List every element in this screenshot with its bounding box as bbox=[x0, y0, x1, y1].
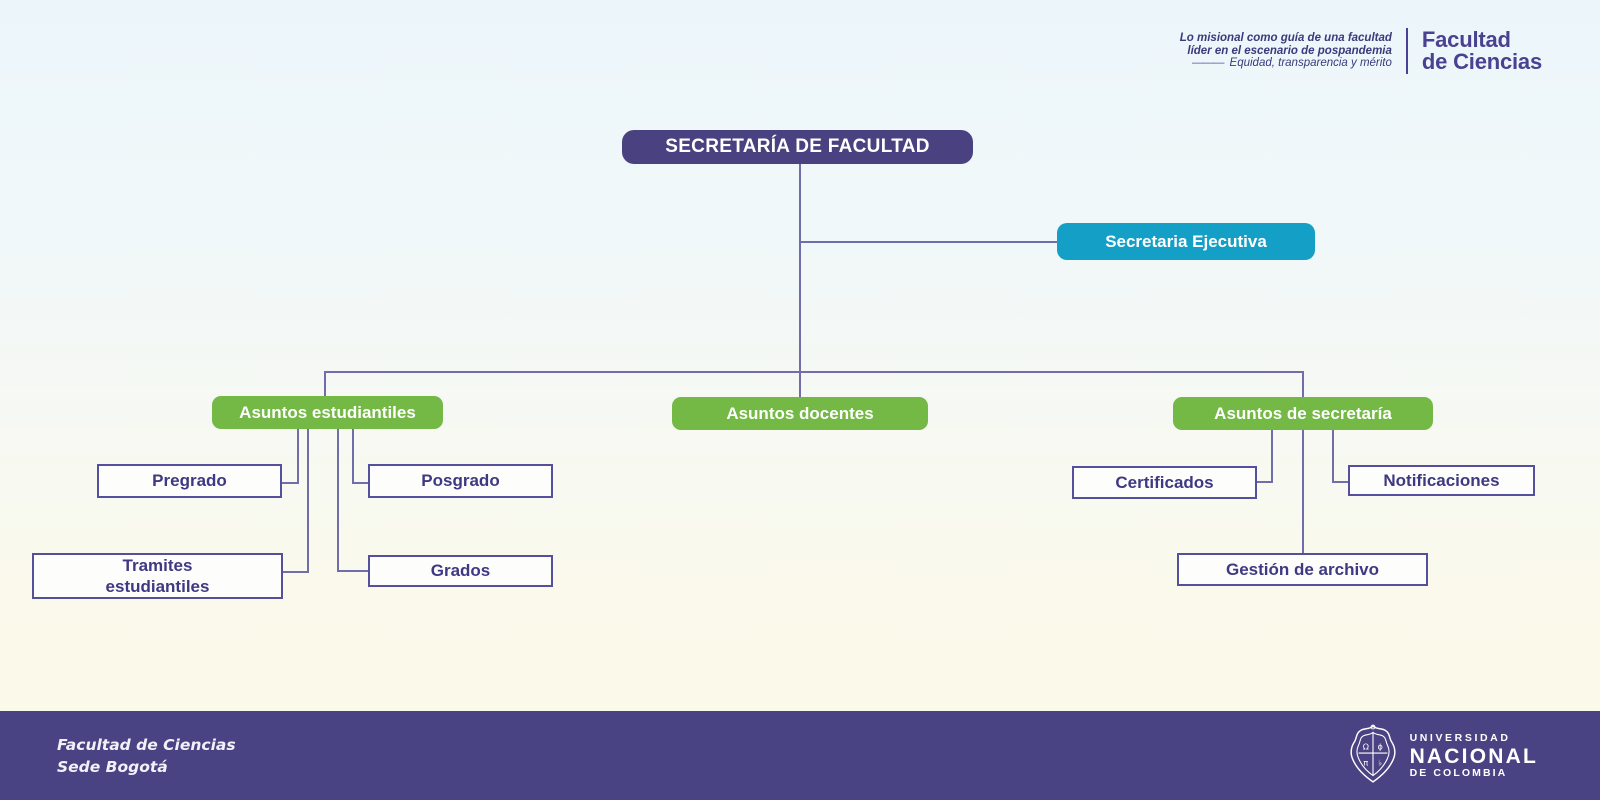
footer-bar: Facultad de Ciencias Sede Bogotá Ω ϕ π ♭… bbox=[0, 711, 1600, 800]
node-tramites-estudiantiles: Tramites estudiantiles bbox=[32, 553, 283, 599]
connector-assistant-horizontal bbox=[800, 241, 1057, 243]
node-certificados: Certificados bbox=[1072, 466, 1257, 499]
unal-crest-icon: Ω ϕ π ♭ bbox=[1346, 723, 1400, 790]
unal-line-3: DE COLOMBIA bbox=[1409, 767, 1508, 780]
node-gestion-de-archivo: Gestión de archivo bbox=[1177, 553, 1428, 586]
connector-grados-vertical bbox=[337, 429, 339, 572]
tagline-line-1: Lo misional como guía de una facultad bbox=[1179, 32, 1392, 45]
node-asuntos-estudiantiles: Asuntos estudiantiles bbox=[212, 396, 443, 429]
node-posgrado: Posgrado bbox=[368, 464, 553, 498]
node-secretaria-de-facultad: SECRETARÍA DE FACULTAD bbox=[622, 130, 973, 164]
svg-text:♭: ♭ bbox=[1378, 758, 1382, 768]
connector-branch3-stub bbox=[1302, 371, 1304, 397]
node-grados: Grados bbox=[368, 555, 553, 587]
header-branding: Lo misional como guía de una facultad lí… bbox=[1180, 28, 1542, 74]
unal-line-2: NACIONAL bbox=[1409, 744, 1538, 768]
header-divider bbox=[1405, 28, 1408, 74]
connector-tramites-horizontal bbox=[283, 571, 309, 573]
node-asuntos-docentes: Asuntos docentes bbox=[672, 397, 928, 430]
connector-notificaciones-vertical bbox=[1332, 430, 1334, 483]
connector-gestion-vertical bbox=[1302, 430, 1304, 553]
connector-certificados-horizontal bbox=[1257, 481, 1273, 483]
connector-pregrado-vertical bbox=[297, 429, 299, 484]
node-secretaria-ejecutiva: Secretaria Ejecutiva bbox=[1057, 223, 1315, 260]
connector-pregrado-horizontal bbox=[282, 482, 299, 484]
node-asuntos-de-secretaria: Asuntos de secretaría bbox=[1173, 397, 1433, 430]
faculty-logo-line-2: de Ciencias bbox=[1421, 49, 1542, 74]
connector-posgrado-horizontal bbox=[352, 482, 368, 484]
mission-tagline: Lo misional como guía de una facultad lí… bbox=[1180, 32, 1392, 70]
footer-faculty-block: Facultad de Ciencias Sede Bogotá bbox=[57, 734, 236, 779]
connector-branches-bus bbox=[324, 371, 1304, 373]
connector-root-vertical bbox=[799, 164, 801, 397]
faculty-logo: Facultad de Ciencias bbox=[1422, 29, 1542, 73]
connector-grados-horizontal bbox=[337, 570, 368, 572]
unal-line-1: UNIVERSIDAD bbox=[1409, 732, 1511, 745]
tagline-line-2: líder en el escenario de pospandemia bbox=[1187, 44, 1392, 57]
svg-text:π: π bbox=[1363, 758, 1368, 768]
connector-tramites-vertical bbox=[307, 429, 309, 573]
tagline-line-3: ———Equidad, transparencia y mérito bbox=[1192, 57, 1392, 70]
tagline-dash: ——— bbox=[1192, 57, 1224, 70]
node-notificaciones: Notificaciones bbox=[1348, 465, 1535, 496]
connector-branch1-stub bbox=[324, 371, 326, 396]
node-tramites-label: Tramites estudiantiles bbox=[105, 555, 210, 596]
unal-wordmark: UNIVERSIDAD NACIONAL DE COLOMBIA bbox=[1410, 733, 1538, 779]
svg-text:ϕ: ϕ bbox=[1377, 742, 1382, 752]
faculty-logo-line-1: Facultad bbox=[1421, 27, 1511, 52]
connector-certificados-vertical bbox=[1271, 430, 1273, 483]
unal-logo: Ω ϕ π ♭ UNIVERSIDAD NACIONAL DE COLOMBIA bbox=[1346, 723, 1538, 790]
connector-posgrado-vertical bbox=[352, 429, 354, 484]
node-pregrado: Pregrado bbox=[97, 464, 282, 498]
svg-text:Ω: Ω bbox=[1362, 742, 1368, 752]
footer-campus: Sede Bogotá bbox=[57, 758, 168, 777]
footer-faculty: Facultad de Ciencias bbox=[57, 736, 236, 754]
connector-notificaciones-horizontal bbox=[1332, 481, 1348, 483]
